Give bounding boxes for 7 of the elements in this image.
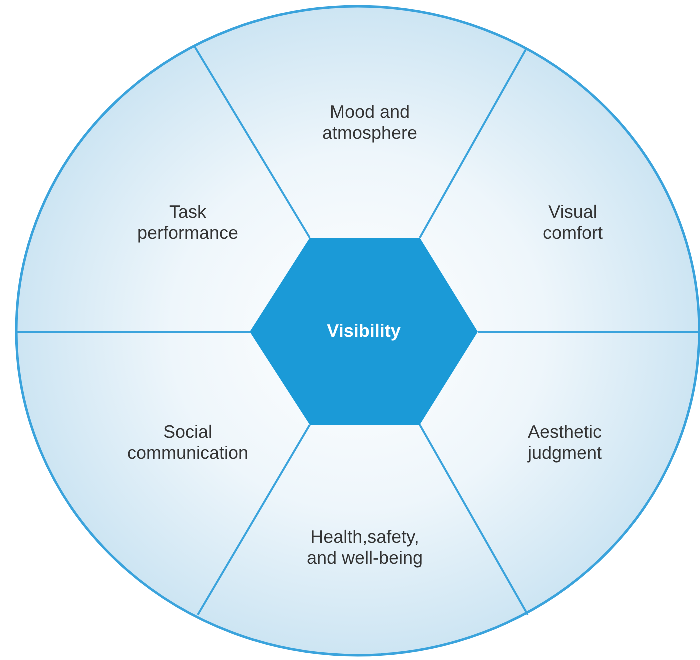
segment-label: Task performance bbox=[136, 202, 240, 244]
segment-label: Mood and atmosphere bbox=[321, 102, 419, 144]
center-label: Visibility bbox=[327, 321, 401, 342]
segment-label: Health,safety, and well-being bbox=[306, 527, 424, 569]
segment-label: Aesthetic judgment bbox=[526, 422, 604, 464]
segment-label: Social communication bbox=[126, 422, 250, 464]
segment-label: Visual comfort bbox=[542, 202, 604, 244]
